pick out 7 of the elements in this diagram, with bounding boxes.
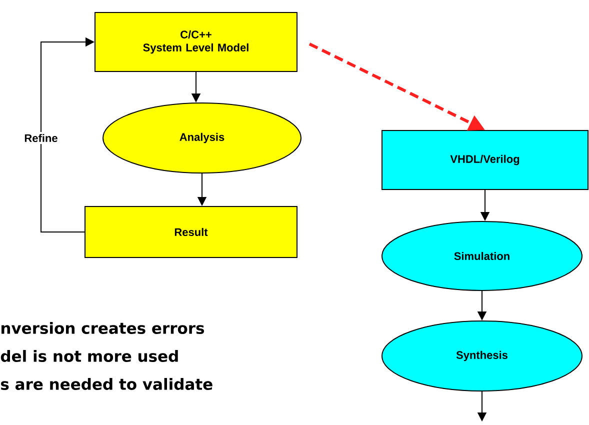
note-text: s are needed to validate [1, 378, 212, 390]
result-box: Result [84, 206, 298, 258]
edge-label: Refine [22, 132, 60, 144]
process-box: VHDL/Verilog [382, 130, 588, 190]
model-box: C/C++ System Level Model [94, 12, 298, 72]
note-text: nversion creates errors [2, 322, 204, 334]
note-text: del is not more used [0, 350, 178, 362]
